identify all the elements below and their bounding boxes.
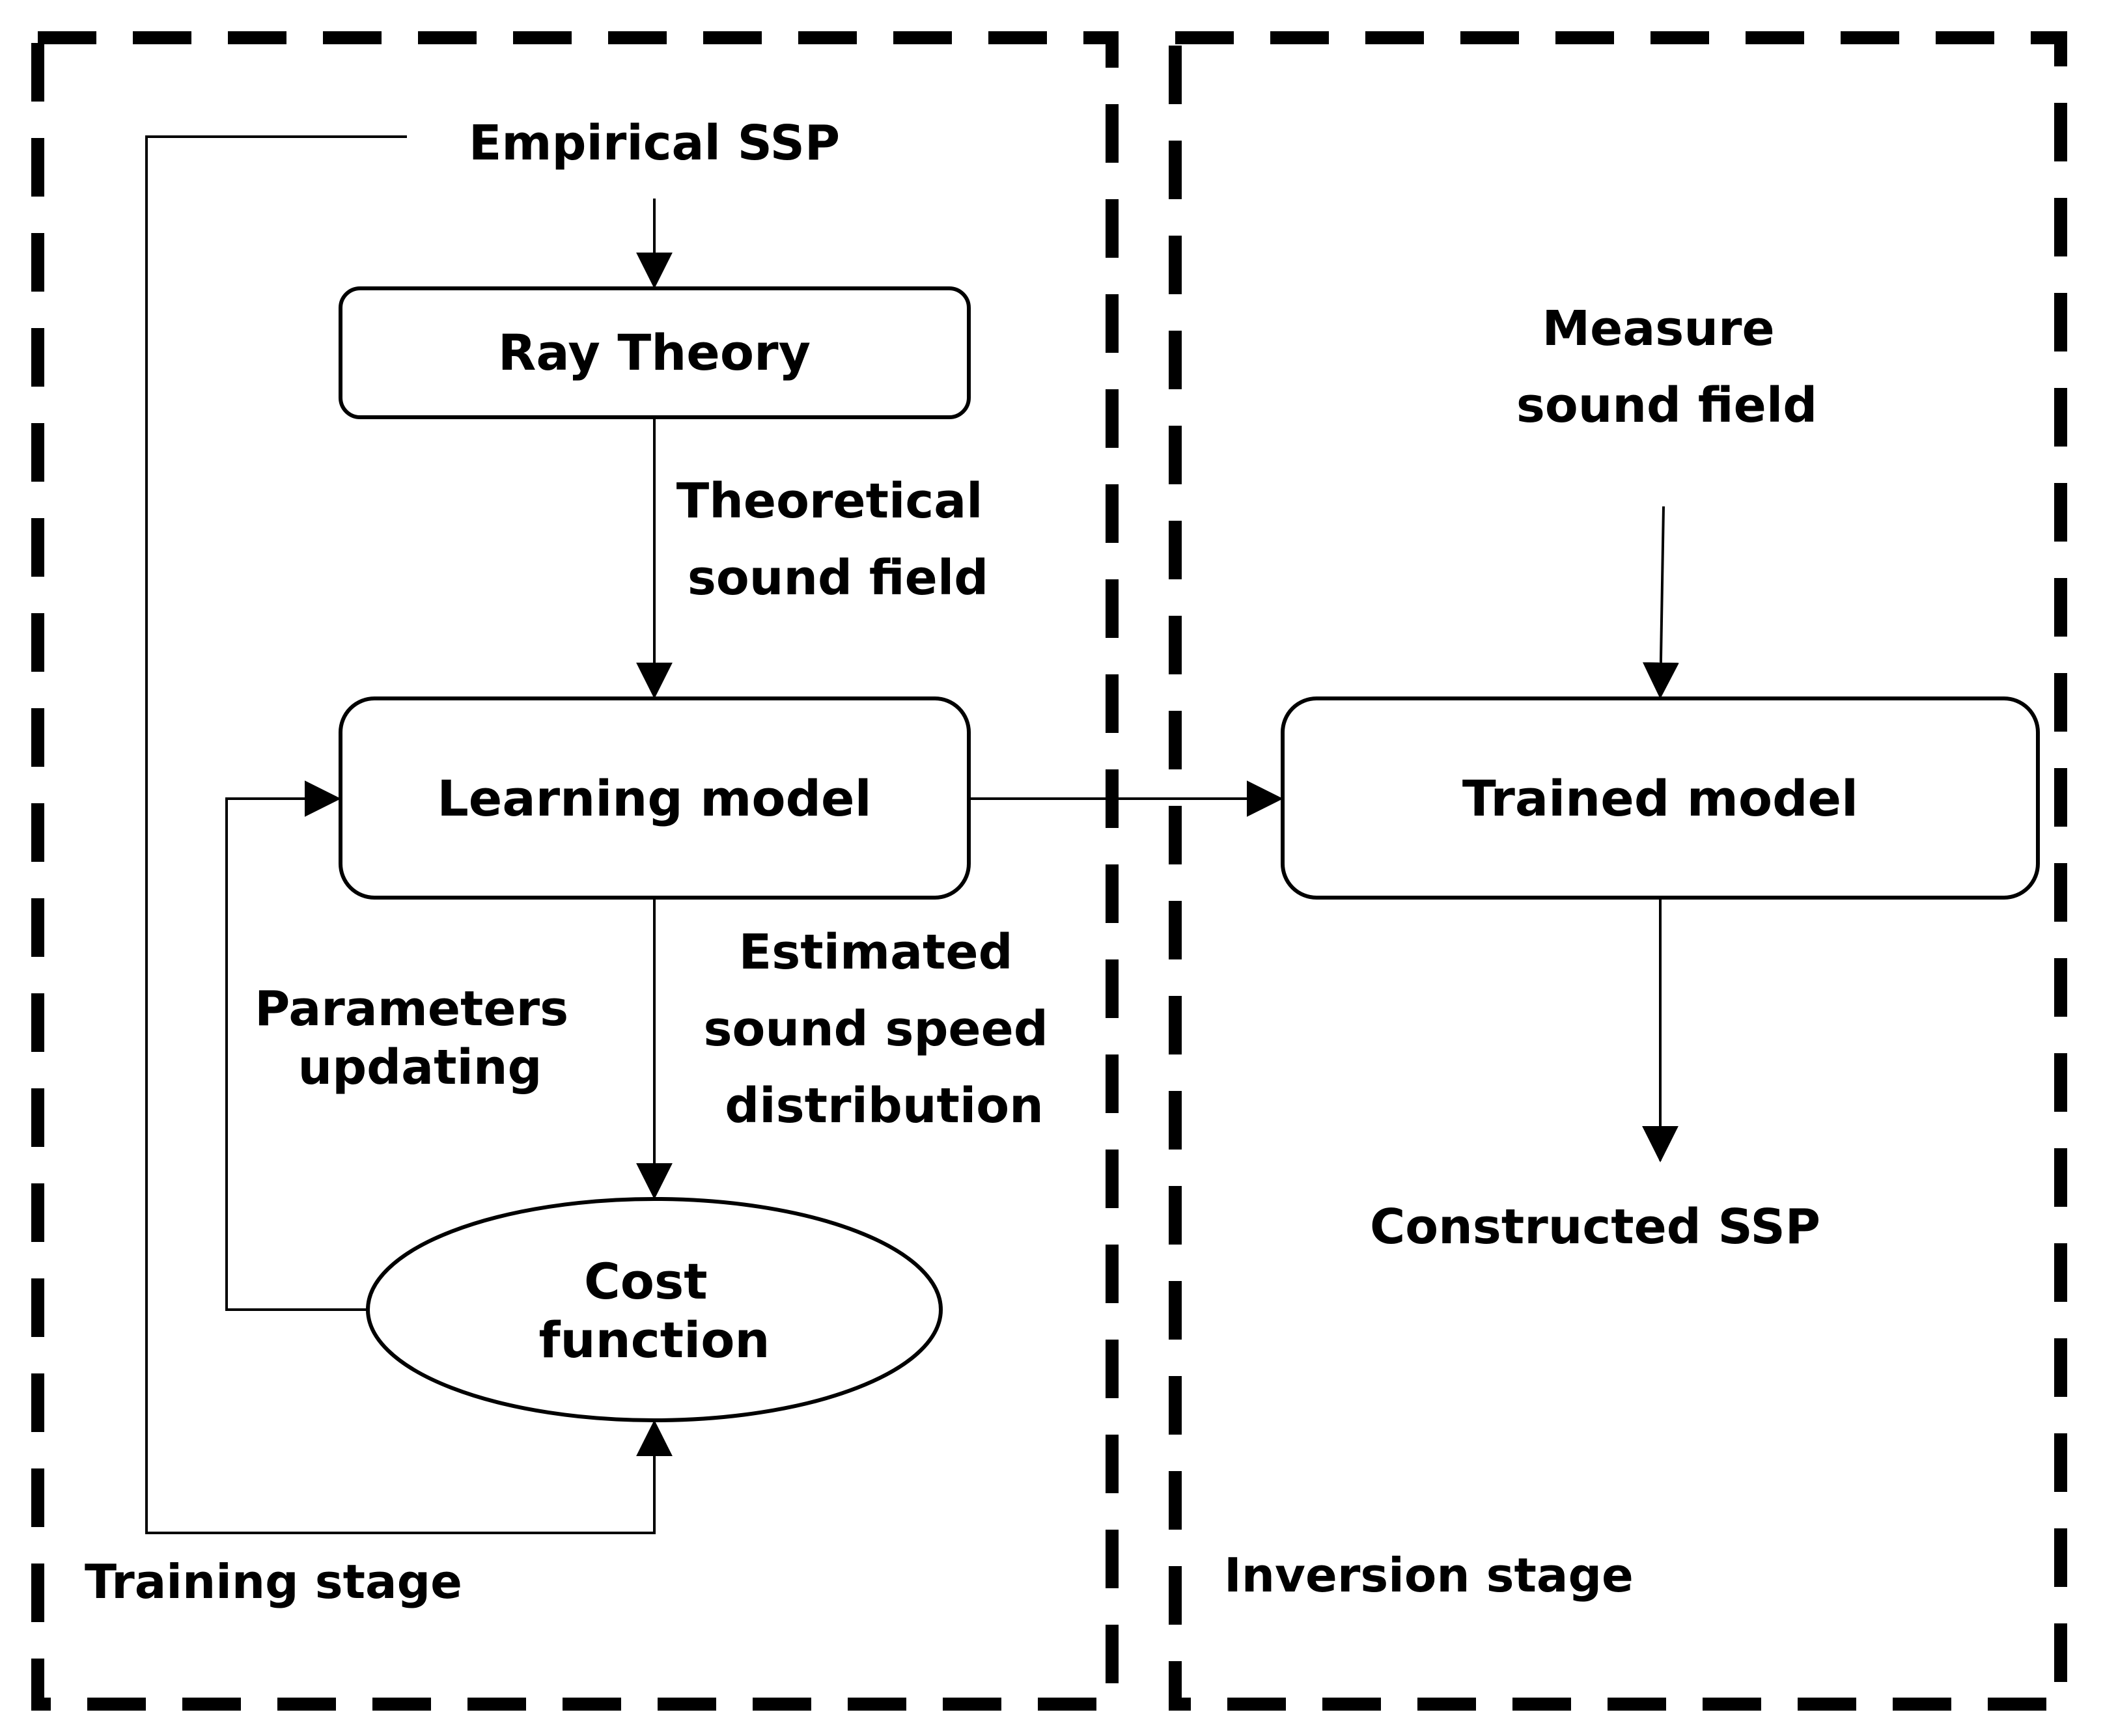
feedback-loop-line	[225, 780, 368, 1311]
theoretical-sound-field-label: Theoretical sound field	[676, 473, 1000, 606]
estimated-distribution-label: Estimated sound speed distribution	[703, 924, 1065, 1134]
learning-model-label: Learning model	[437, 769, 871, 827]
empirical-to-cost-line	[145, 135, 673, 1534]
inversion-stage-frame	[1169, 31, 2067, 1711]
cost-function-label: Cost function	[538, 1252, 770, 1369]
constructed-ssp-label: Constructed SSP	[1370, 1199, 1820, 1255]
ray-theory-label: Ray Theory	[498, 324, 811, 381]
training-stage-frame	[31, 31, 1119, 1711]
parameters-updating-label: Parameters updating	[255, 981, 585, 1095]
training-stage-label: Training stage	[85, 1554, 462, 1609]
measure-sound-field-label: Measure sound field	[1516, 301, 1817, 434]
arrow-measure-to-trained	[1642, 506, 1679, 699]
empirical-ssp-label: Empirical SSP	[469, 115, 840, 171]
trained-model-label: Trained model	[1462, 769, 1858, 827]
inversion-stage-label: Inversion stage	[1224, 1548, 1634, 1603]
